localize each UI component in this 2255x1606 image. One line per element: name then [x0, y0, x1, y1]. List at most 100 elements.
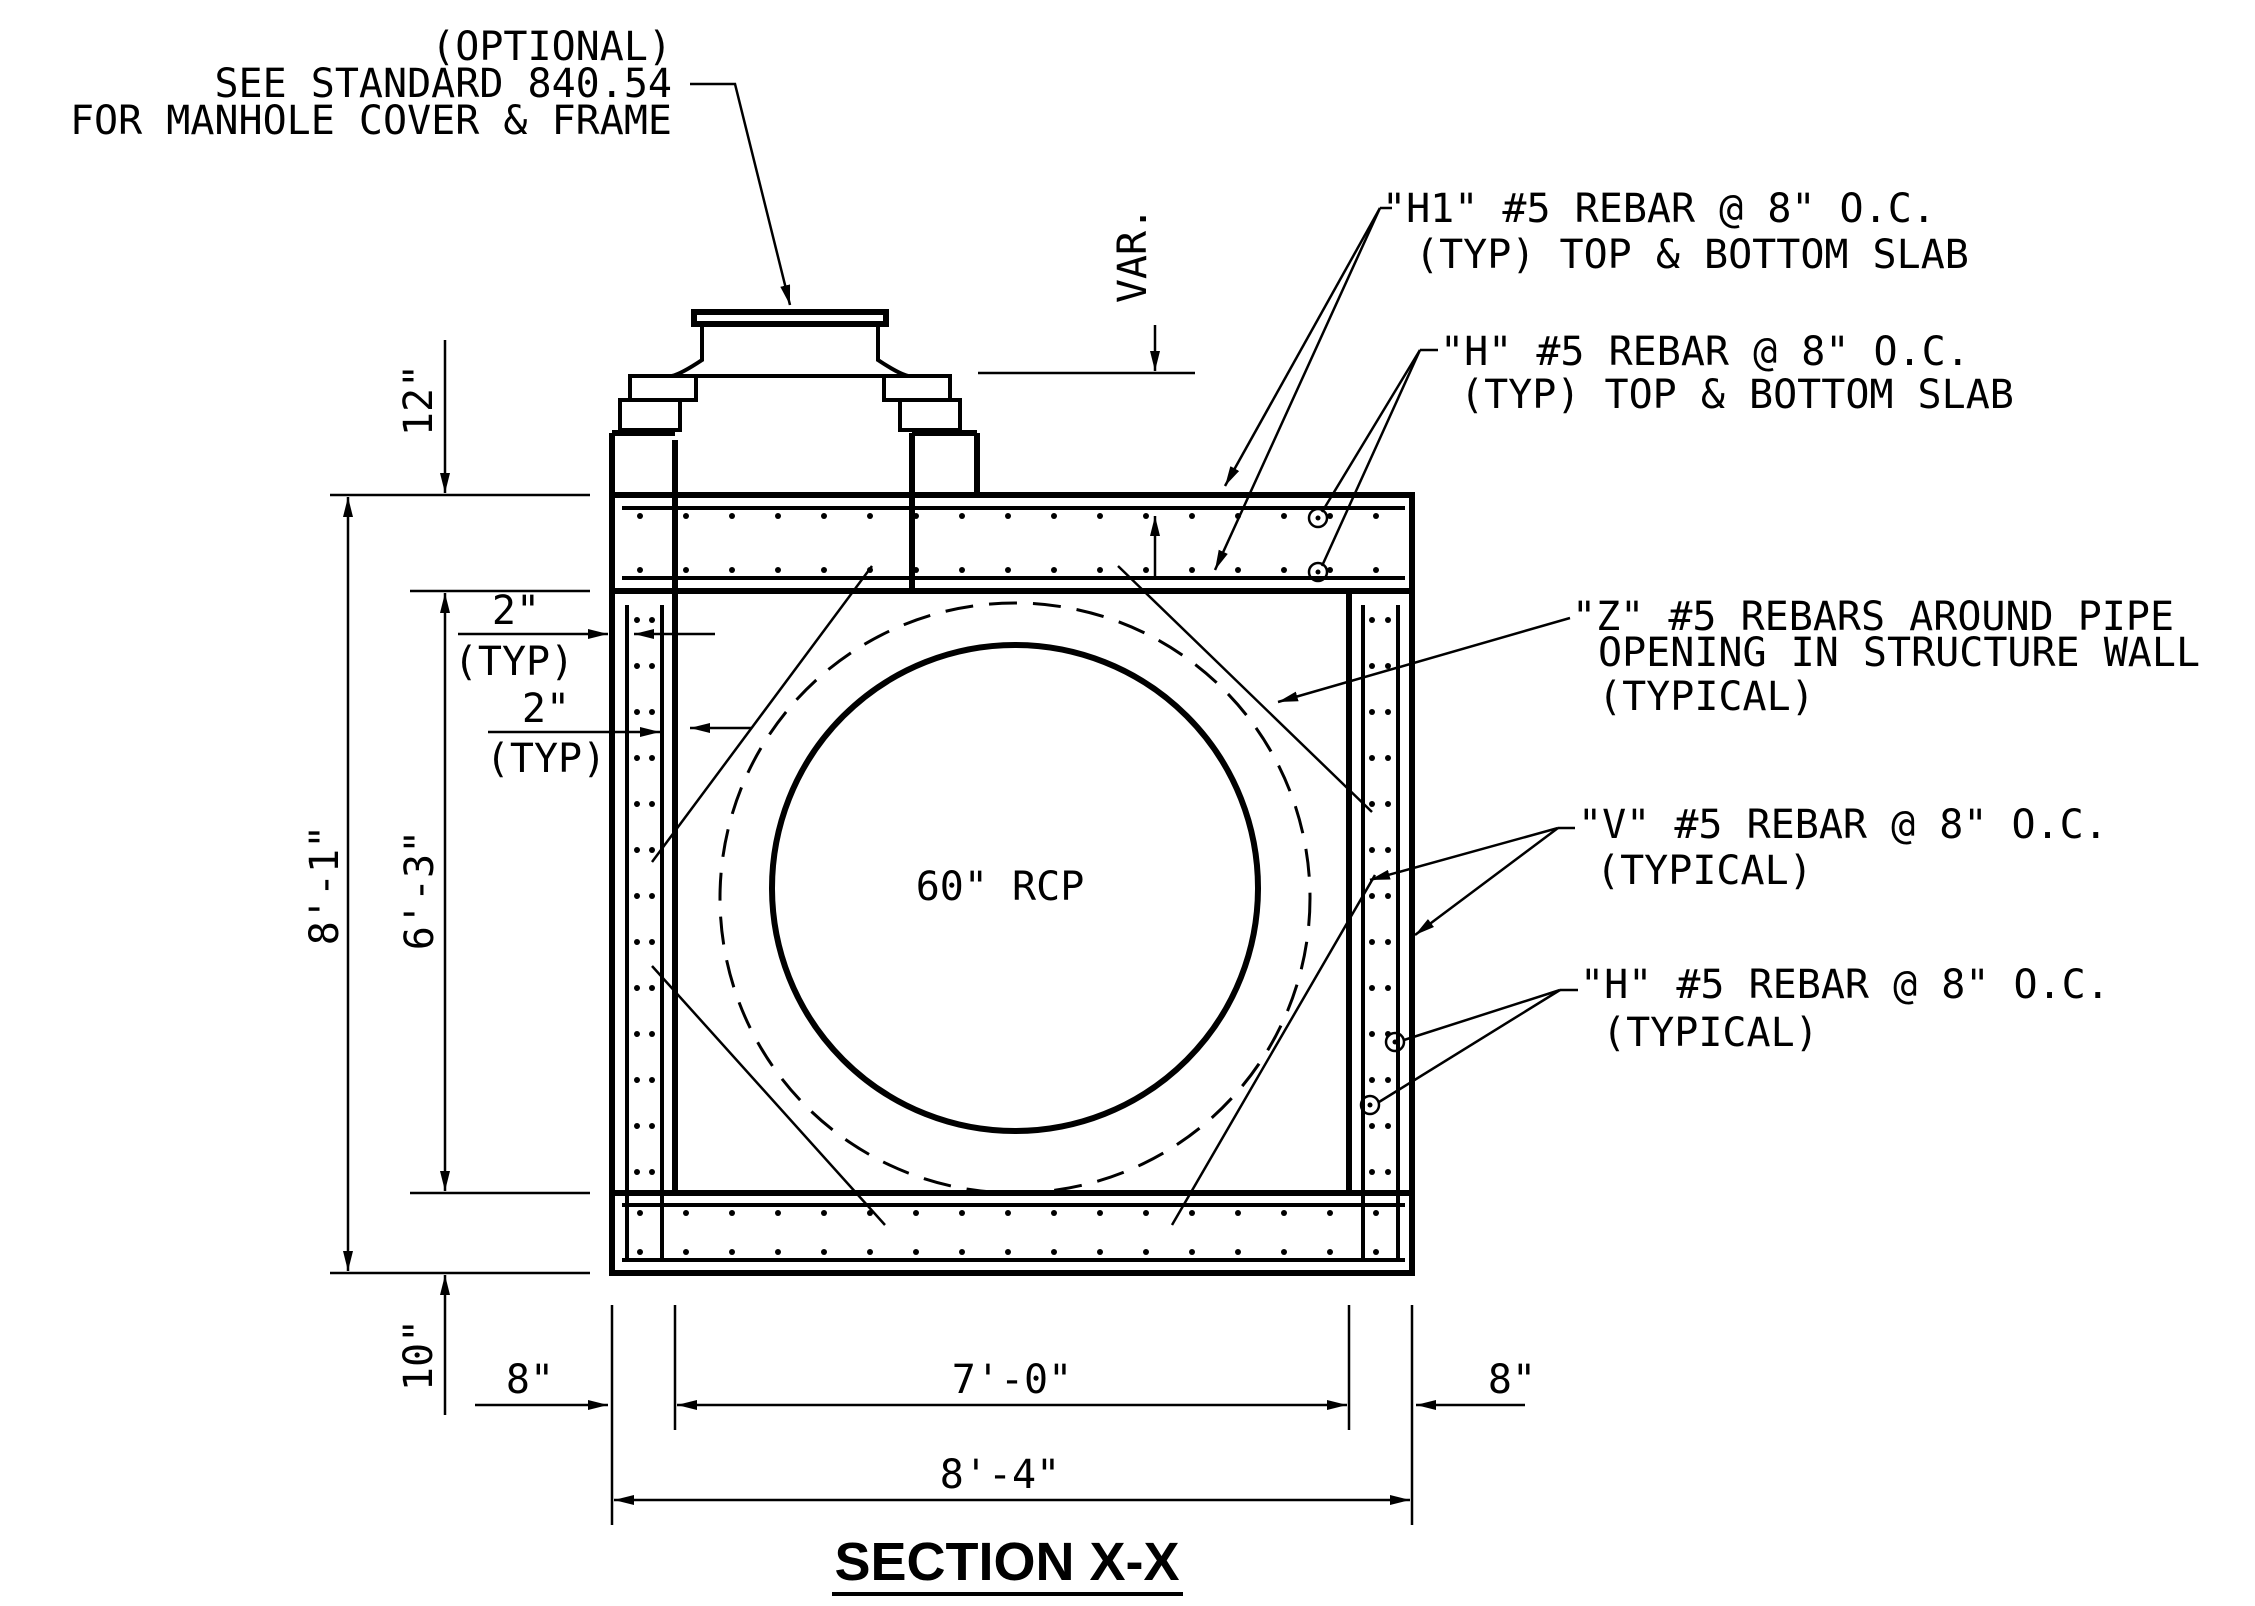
- rebar-dot: [634, 1169, 640, 1175]
- rebar-dot: [913, 1249, 919, 1255]
- rebar-dot: [634, 709, 640, 715]
- rebar-dot: [1385, 847, 1391, 853]
- rebar-dot: [649, 939, 655, 945]
- rebar-dot: [649, 893, 655, 899]
- rebar-dot: [729, 513, 735, 519]
- rebar-dot: [1005, 513, 1011, 519]
- rebar-dot: [634, 801, 640, 807]
- rebar-dot: [1369, 801, 1375, 807]
- rebar-dot: [1369, 1169, 1375, 1175]
- rebar-dot: [634, 617, 640, 623]
- z-bars: [650, 565, 1377, 1226]
- dim-inside-width: 7'-0": [952, 1357, 1072, 1403]
- rebar-dot: [775, 567, 781, 573]
- dim-cover-typ-1-sub: (TYP): [454, 639, 574, 685]
- rebar-dot: [1097, 1210, 1103, 1216]
- dimension-lines: [330, 325, 1525, 1525]
- dim-inside-height: 6'-3": [397, 830, 443, 950]
- rebar-dot: [649, 1031, 655, 1037]
- rebar-dot: [1005, 1210, 1011, 1216]
- rebar-dot: [1385, 893, 1391, 899]
- rebar-dot: [1369, 1077, 1375, 1083]
- rebar-dot: [1385, 617, 1391, 623]
- rebar-dot: [867, 513, 873, 519]
- rebar-dot: [1327, 567, 1333, 573]
- rebar-dot: [1373, 513, 1379, 519]
- rebar-dot: [1281, 567, 1287, 573]
- note-z-line1: "Z" #5 REBARS AROUND PIPE: [1572, 594, 2174, 640]
- rebar-dot: [775, 1249, 781, 1255]
- rebar-dot: [634, 1123, 640, 1129]
- rebar-dot: [1051, 1210, 1057, 1216]
- note-h-wall-line1: "H" #5 REBAR @ 8" O.C.: [1580, 962, 2110, 1008]
- rebar-dot: [821, 1210, 827, 1216]
- rebar-dot: [867, 1249, 873, 1255]
- rebar-dot: [649, 1123, 655, 1129]
- rebar-dot: [1373, 1249, 1379, 1255]
- rebar-dot: [649, 985, 655, 991]
- rebar-dot: [683, 1249, 689, 1255]
- rebar-dot: [1385, 1169, 1391, 1175]
- rebar-dot: [1189, 1249, 1195, 1255]
- rebar-dot: [1235, 567, 1241, 573]
- dim-cover-typ-2-sub: (TYP): [486, 736, 606, 782]
- rebar-dot: [1373, 567, 1379, 573]
- rebar-dot: [649, 617, 655, 623]
- rebar-dot: [821, 1249, 827, 1255]
- box-structure: [609, 430, 1415, 1276]
- rebar-dot: [1281, 1249, 1287, 1255]
- rebar-dot: [634, 663, 640, 669]
- note-h-slab-line2: (TYP) TOP & BOTTOM SLAB: [1460, 372, 2014, 418]
- rebar-dot: [1385, 1123, 1391, 1129]
- rebar-dot: [1235, 1249, 1241, 1255]
- rebar-section-circles: [1307, 507, 1406, 1116]
- rebar-dot: [1369, 755, 1375, 761]
- note-v-line2: (TYPICAL): [1596, 848, 1813, 894]
- dim-bottom-slab: 10": [396, 1319, 442, 1391]
- rebar-dot: [634, 847, 640, 853]
- rebar-dot: [1189, 567, 1195, 573]
- rebar-dot: [821, 513, 827, 519]
- rebar-dot: [1097, 567, 1103, 573]
- rebar-dot: [634, 893, 640, 899]
- rebar-dot: [1051, 1249, 1057, 1255]
- rebar-dot: [1373, 1210, 1379, 1216]
- note-h-wall-line2: (TYPICAL): [1602, 1010, 1819, 1056]
- dim-top-slab: 12": [396, 364, 442, 436]
- rebar-dot: [959, 1210, 965, 1216]
- rebar-dot: [634, 1077, 640, 1083]
- section-title: SECTION X-X: [834, 1532, 1179, 1592]
- rebar-dot: [959, 567, 965, 573]
- rebar-dot: [1369, 847, 1375, 853]
- rebar-dot: [1369, 985, 1375, 991]
- pipe-60in-rcp: [769, 642, 1261, 1134]
- note-v-line1: "V" #5 REBAR @ 8" O.C.: [1578, 802, 2108, 848]
- rebar-dot: [649, 801, 655, 807]
- rebar-dot: [1097, 1249, 1103, 1255]
- rebar-dot: [1385, 709, 1391, 715]
- rebar-dot: [1143, 1210, 1149, 1216]
- rebar-dot: [1051, 513, 1057, 519]
- rebar-dot: [649, 1169, 655, 1175]
- rebar-dot: [1281, 513, 1287, 519]
- note-cover-line3: FOR MANHOLE COVER & FRAME: [70, 98, 672, 144]
- rebar-dot: [1143, 567, 1149, 573]
- rebar-dot: [913, 567, 919, 573]
- rebar-dot: [1097, 513, 1103, 519]
- rebar-dot: [729, 1249, 735, 1255]
- rebar-dot: [637, 1210, 643, 1216]
- rebar-dot: [1327, 1210, 1333, 1216]
- note-h-slab-line1: "H" #5 REBAR @ 8" O.C.: [1440, 329, 1970, 375]
- rebar-dot: [634, 985, 640, 991]
- note-cover-line1: (OPTIONAL): [431, 24, 672, 70]
- rebar-dots: [634, 513, 1391, 1255]
- rebar-dot: [1385, 985, 1391, 991]
- note-z-line3: (TYPICAL): [1598, 674, 1815, 720]
- rebar-dot: [649, 663, 655, 669]
- rebar-dot: [775, 1210, 781, 1216]
- rebar-dot: [649, 755, 655, 761]
- rebar-dot: [729, 567, 735, 573]
- rebar-dot: [959, 513, 965, 519]
- rebar-dot: [1189, 513, 1195, 519]
- rebar-dot: [649, 709, 655, 715]
